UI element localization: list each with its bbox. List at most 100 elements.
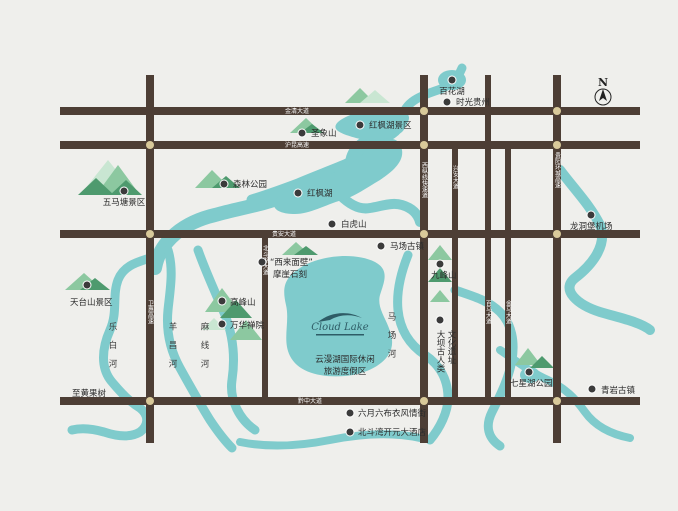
road-label-baima: 百马大道 xyxy=(485,300,492,325)
mountain-wumadang xyxy=(78,160,142,195)
poi-shiguang: 时光贵州 xyxy=(442,97,490,108)
poi-senlin-park: 森林公园 xyxy=(219,179,267,190)
river-labels: 乐白河 羊昌河 麻线河 马场河 xyxy=(107,312,396,378)
svg-text:至黄果树: 至黄果树 xyxy=(72,388,107,399)
project-logo-mark xyxy=(318,313,362,322)
project-name-line2: 旅游度假区 xyxy=(324,366,367,377)
project-name-line1: 云漫湖国际休闲 xyxy=(315,354,375,365)
road-label-guiyang-huancheng: 贵阳环城高速 xyxy=(554,151,561,189)
pois-layer: 百花湖 时光贵州 红枫湖景区 圣象山 森林公园 红枫湖 五马塘景区 白虎山 xyxy=(70,75,636,438)
circle-pin-icon xyxy=(119,186,129,196)
svg-text:摩崖石刻: 摩崖石刻 xyxy=(273,269,307,280)
road-baima xyxy=(485,75,491,405)
poi-machang: 马场古镇 xyxy=(376,241,425,252)
circle-pin-icon xyxy=(587,384,597,394)
mountain-xilai xyxy=(282,242,318,255)
svg-text:百花湖: 百花湖 xyxy=(439,86,465,97)
road-label-weihui: 卫惠高速 xyxy=(147,300,154,325)
poi-jiuyishan: 九峰山 xyxy=(431,259,457,281)
river-label-lebai: 乐白河 xyxy=(107,321,117,377)
south-river xyxy=(236,430,424,450)
yangchang-river xyxy=(163,245,237,453)
river-label-maxian: 麻线河 xyxy=(199,321,209,377)
road-label-jinqing: 金清大道 xyxy=(285,107,309,115)
mountain-baihua xyxy=(345,88,390,103)
circle-pin-icon xyxy=(435,259,445,269)
svg-text:北斗湾开元大酒店: 北斗湾开元大酒店 xyxy=(358,427,427,438)
svg-text:龙洞堡机场: 龙洞堡机场 xyxy=(570,221,613,232)
poi-wanhua: 万华禅院 xyxy=(217,319,265,331)
road-jinqing xyxy=(60,107,640,115)
poi-longdongbao: 龙洞堡机场 xyxy=(570,210,613,232)
svg-text:圣象山: 圣象山 xyxy=(311,128,337,139)
svg-text:天台山景区: 天台山景区 xyxy=(70,297,113,308)
poi-hongfenghu: 红枫湖 xyxy=(293,188,333,199)
mountain-qixing xyxy=(515,348,554,368)
road-jinma xyxy=(505,145,511,400)
poi-beidouwan: 北斗湾开元大酒店 xyxy=(345,427,427,438)
building-icon xyxy=(257,257,267,267)
road-weihui xyxy=(146,75,154,443)
svg-text:青岩古镇: 青岩古镇 xyxy=(601,385,636,396)
east-river xyxy=(555,165,655,335)
road-xizong xyxy=(420,75,428,443)
road-guiyang-huancheng xyxy=(553,75,561,443)
poi-baihushan: 白虎山 xyxy=(327,219,367,230)
svg-text:白虎山: 白虎山 xyxy=(341,219,367,230)
svg-text:时光贵州: 时光贵州 xyxy=(456,97,490,108)
svg-text:高峰山: 高峰山 xyxy=(230,297,256,308)
compass-north-icon: N xyxy=(594,76,612,106)
hongfeng-lake xyxy=(273,138,403,214)
poi-zhihuangguo: 至黄果树 xyxy=(72,388,107,399)
river-label-yangchang: 羊昌河 xyxy=(167,321,177,377)
road-label-guian: 贵安大道 xyxy=(272,230,296,238)
circle-pin-icon xyxy=(447,75,457,85)
building-icon xyxy=(345,427,355,437)
poi-baihuahu: 百花湖 xyxy=(439,75,465,97)
svg-text:大坝古人类: 大坝古人类 xyxy=(435,329,445,373)
poi-xilai: “西来面壁” 摩崖石刻 xyxy=(257,257,313,280)
road-label-jinma: 金马大道 xyxy=(505,299,512,325)
circle-pin-icon xyxy=(435,315,445,325)
poi-dadong: 大坝古人类 文化遗址 xyxy=(435,315,456,373)
circle-pin-icon xyxy=(345,408,355,418)
svg-text:六月六布衣风情街: 六月六布衣风情街 xyxy=(358,408,427,419)
road-xingan xyxy=(452,145,458,400)
poi-qingyan: 青岩古镇 xyxy=(587,384,636,396)
svg-text:七星湖公园: 七星湖公园 xyxy=(510,379,553,389)
river-label-machang: 马场河 xyxy=(386,312,396,368)
road-label-xizong: 西纵线快速道 xyxy=(421,162,428,199)
road-huchun xyxy=(60,141,640,149)
circle-pin-icon xyxy=(442,97,452,107)
poi-wumadang: 五马塘景区 xyxy=(103,186,146,208)
building-icon xyxy=(217,319,227,329)
poi-gaofeng: 高峰山 xyxy=(217,296,256,308)
poi-tiantai: 天台山景区 xyxy=(70,280,113,308)
junctions xyxy=(146,107,561,405)
road-guian xyxy=(60,230,640,238)
circle-pin-icon xyxy=(376,241,386,251)
circle-pin-icon xyxy=(293,188,303,198)
poi-xiangshan: 圣象山 xyxy=(297,128,337,139)
svg-text:红枫湖景区: 红枫湖景区 xyxy=(369,120,412,131)
svg-text:“西来面壁”: “西来面壁” xyxy=(270,257,313,268)
mountains-layer xyxy=(65,88,554,368)
circle-pin-icon xyxy=(327,219,337,229)
svg-text:马场古镇: 马场古镇 xyxy=(390,241,425,252)
hongfeng-lake-south xyxy=(335,190,425,227)
poi-liuyue: 六月六布衣风情街 xyxy=(345,408,427,419)
poi-qixinghu: 七星湖公园 xyxy=(510,367,553,389)
road-label-xingan: 兴安大道 xyxy=(452,164,459,190)
circle-pin-icon xyxy=(524,367,534,377)
svg-text:九峰山: 九峰山 xyxy=(431,270,457,281)
svg-text:万华禅院: 万华禅院 xyxy=(230,320,265,331)
building-icon xyxy=(586,210,596,220)
svg-text:红枫湖: 红枫湖 xyxy=(307,188,333,199)
project-logo-text: Cloud Lake xyxy=(311,322,369,333)
circle-pin-icon xyxy=(297,128,307,138)
circle-pin-icon xyxy=(355,120,365,130)
mountain-shengxiang xyxy=(290,118,324,133)
maxian-river xyxy=(193,245,260,435)
